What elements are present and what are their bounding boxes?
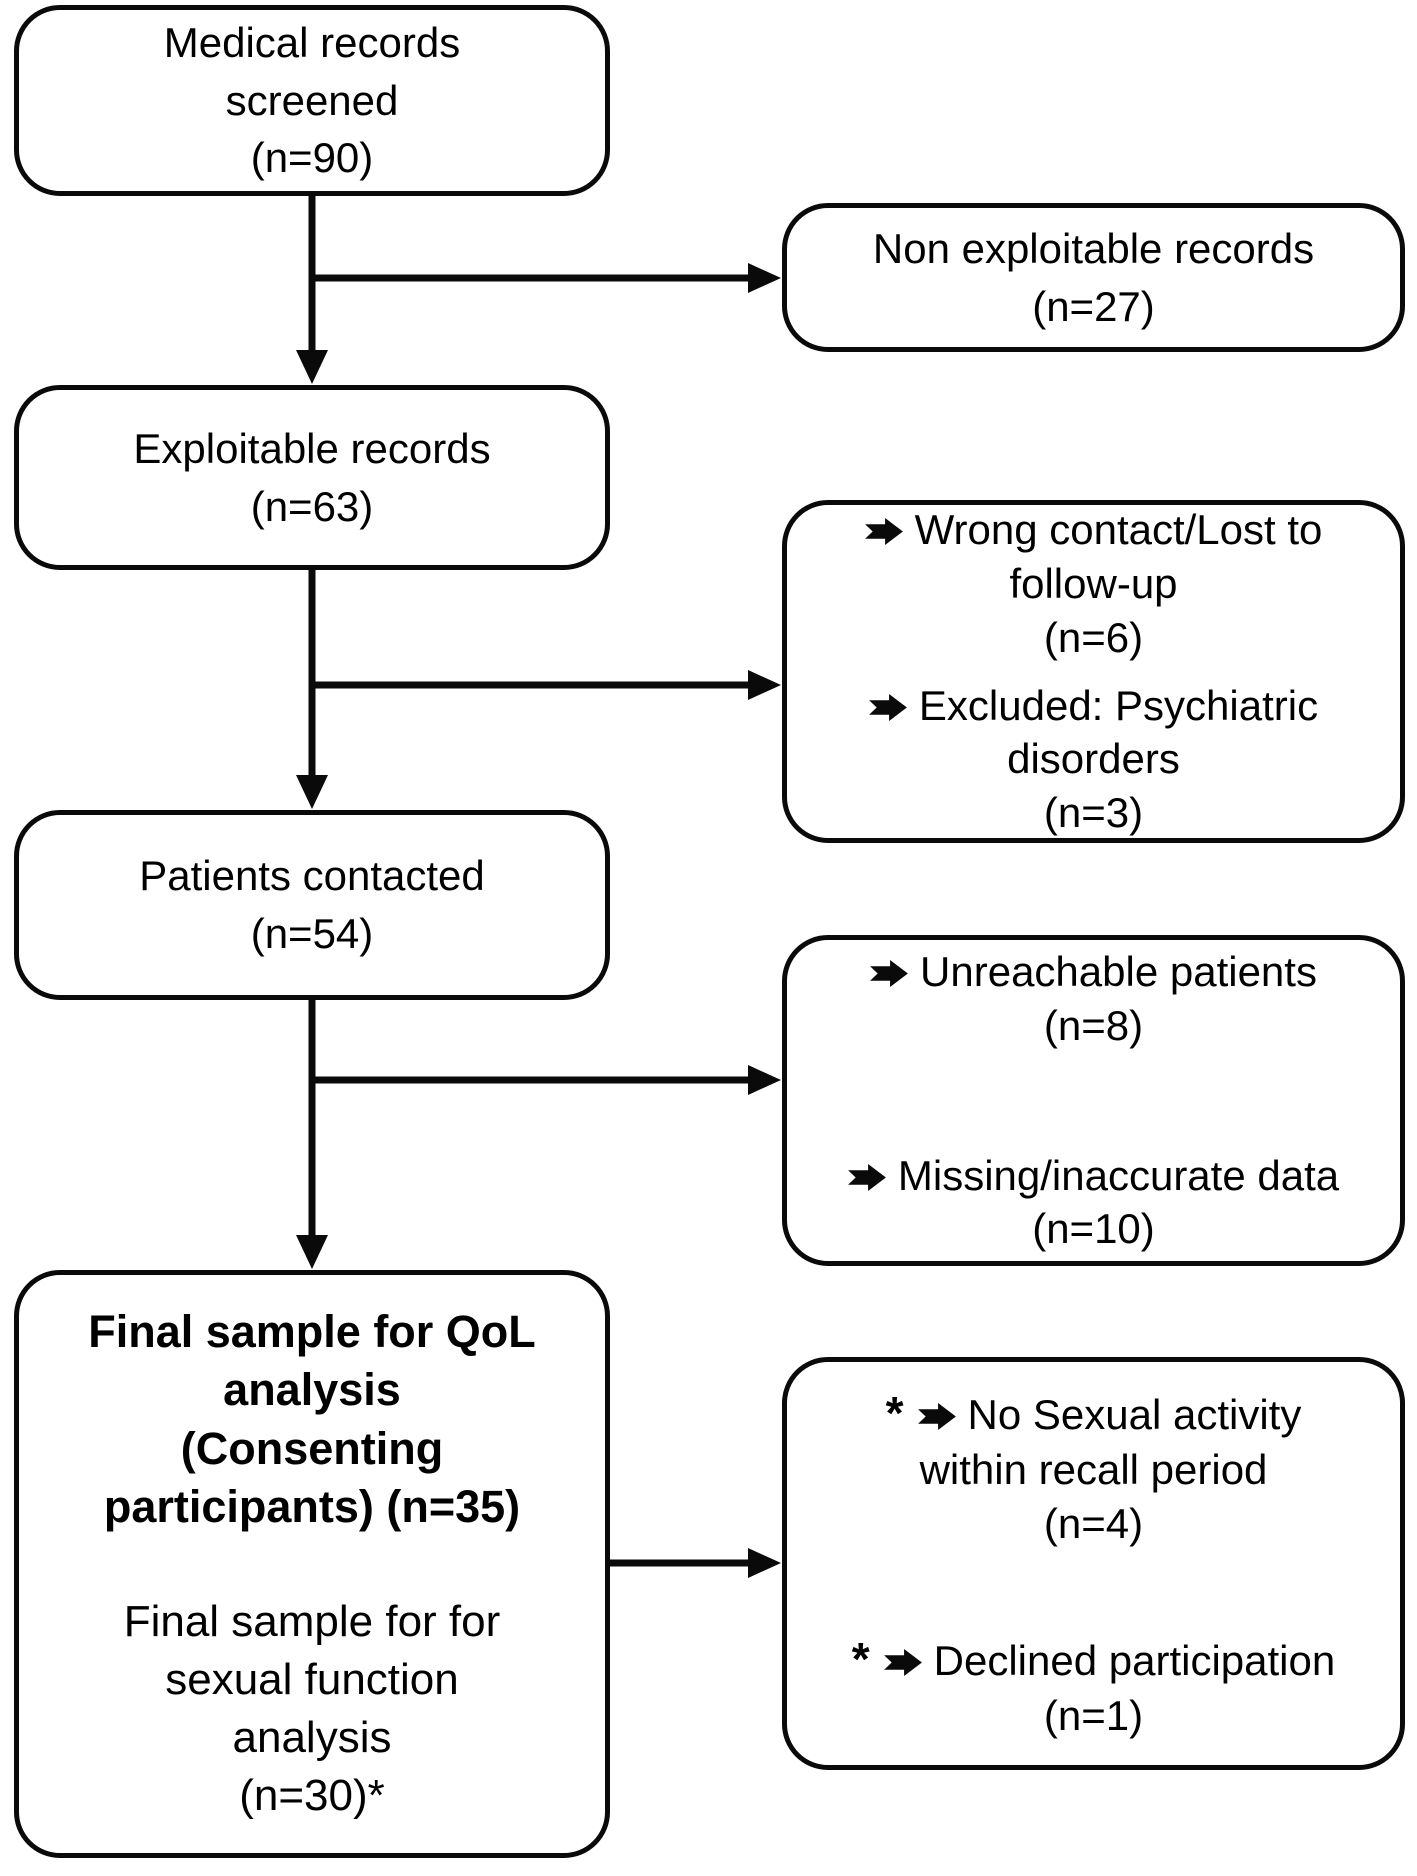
arrowhead-right-2 <box>748 670 781 700</box>
asterisk-marker: * <box>885 1387 904 1439</box>
medical-records-label: Medical records screened (n=90) <box>163 18 461 182</box>
list-item-missing-data: Missing/inaccurate data (n=10) <box>822 1149 1365 1257</box>
arrowhead-down-2 <box>296 775 328 809</box>
box-exploitable-records: Exploitable records (n=63) <box>14 385 610 570</box>
exploitable-records-label: Exploitable records (n=63) <box>133 424 491 530</box>
arrow-bullet-icon <box>870 960 908 987</box>
arrow-bullet-icon <box>869 693 907 721</box>
arrow-bullet-icon <box>847 1163 886 1191</box>
list-item-wrong-contact: Wrong contact/Lost to follow-up (n=6) <box>839 503 1349 664</box>
wrong-contact-label: Wrong contact/Lost to follow-up (n=6) <box>914 506 1323 661</box>
unreachable-patients-label: Unreachable patients (n=8) <box>920 948 1317 1049</box>
list-item-no-sexual-activity: * No Sexual activity within recall period… <box>860 1384 1328 1550</box>
final-sample-qol-label: Final sample for QoL analysis (Consentin… <box>88 1305 536 1533</box>
arrow-bullet-icon <box>883 1649 922 1677</box>
box-medical-records-screened: Medical records screened (n=90) <box>14 5 610 196</box>
list-item-unreachable: Unreachable patients (n=8) <box>844 945 1343 1053</box>
arrowhead-down-1 <box>296 350 328 384</box>
arrowhead-right-4 <box>748 1548 781 1578</box>
arrow-bullet-icon <box>917 1403 956 1430</box>
box-final-exclusions: * No Sexual activity within recall period… <box>782 1357 1405 1770</box>
arrowhead-down-3 <box>296 1235 328 1269</box>
excluded-psychiatric-label: Excluded: Psychiatric disorders (n=3) <box>918 681 1319 837</box>
asterisk-marker: * <box>851 1633 870 1686</box>
box-non-exploitable-records: Non exploitable records (n=27) <box>782 203 1405 352</box>
arrowhead-right-3 <box>748 1065 781 1095</box>
arrow-bullet-icon <box>864 518 903 546</box>
arrowhead-right-1 <box>748 263 781 293</box>
box-contact-exclusions: Wrong contact/Lost to follow-up (n=6) Ex… <box>782 500 1405 843</box>
box-final-sample: Final sample for QoL analysis (Consentin… <box>14 1270 610 1858</box>
final-sample-sexual-function-label: Final sample for for sexual function ana… <box>123 1596 501 1821</box>
box-data-exclusions: Unreachable patients (n=8) Missing/inacc… <box>782 935 1405 1266</box>
non-exploitable-records-label: Non exploitable records (n=27) <box>872 224 1315 330</box>
missing-data-label: Missing/inaccurate data (n=10) <box>897 1151 1340 1253</box>
no-sexual-activity-label: No Sexual activity within recall period … <box>919 1391 1302 1547</box>
patients-contacted-label: Patients contacted (n=54) <box>139 852 485 957</box>
list-item-declined-participation: * Declined participation (n=1) <box>826 1630 1361 1743</box>
box-patients-contacted: Patients contacted (n=54) <box>14 810 610 1000</box>
declined-participation-label: Declined participation (n=1) <box>933 1637 1336 1740</box>
list-item-excluded-psychiatric: Excluded: Psychiatric disorders (n=3) <box>843 679 1344 840</box>
